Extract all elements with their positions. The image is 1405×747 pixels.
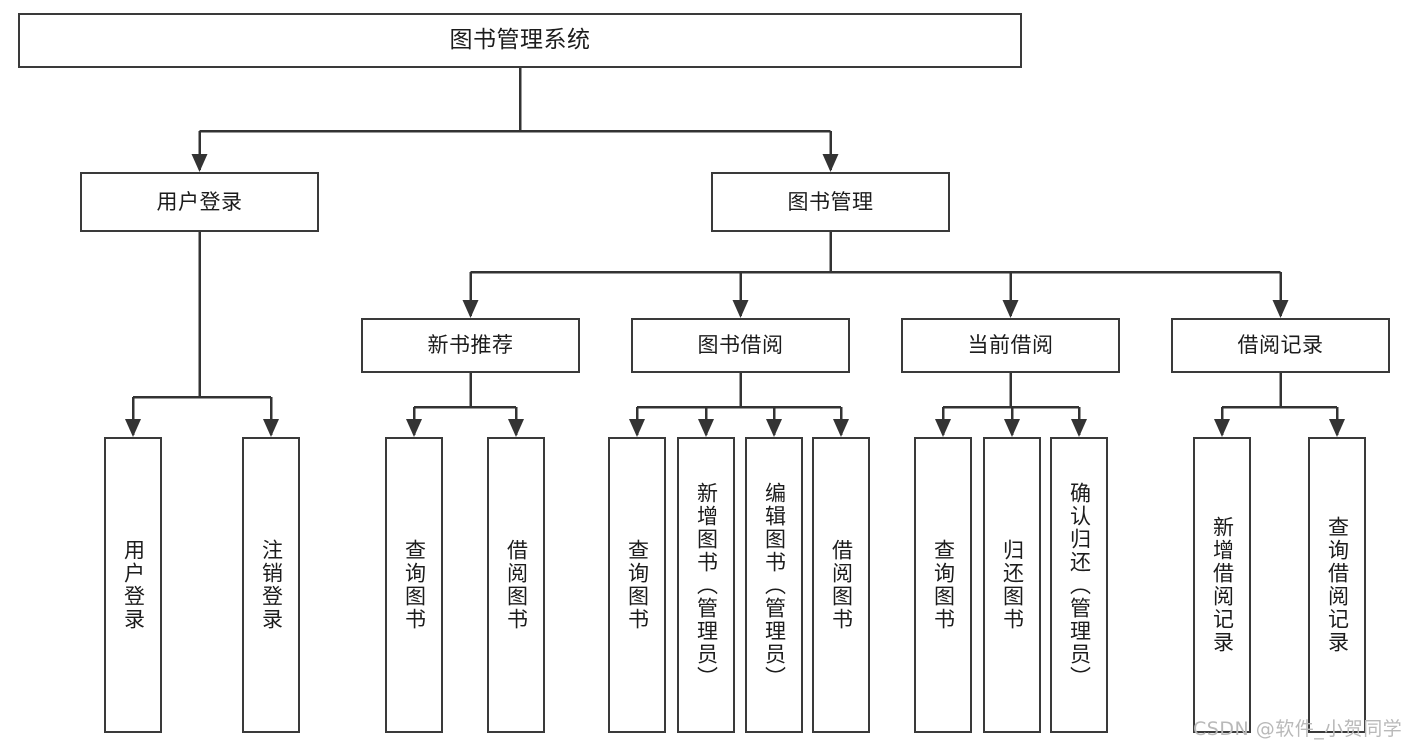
node-user-login[interactable]: 用户登录 [80,172,319,232]
node-leaf-logout[interactable]: 注销登录 [242,437,300,733]
node-label: 当前借阅 [967,333,1054,358]
node-label: 新增图书（管理员） [694,481,719,689]
node-new-book-rec[interactable]: 新书推荐 [361,318,580,373]
node-leaf-query-book-3[interactable]: 查询图书 [914,437,972,733]
node-current-borrow[interactable]: 当前借阅 [901,318,1120,373]
node-leaf-query-book-1[interactable]: 查询图书 [385,437,443,733]
node-label: 借阅图书 [829,539,854,631]
node-leaf-confirm-return[interactable]: 确认归还（管理员） [1050,437,1108,733]
node-leaf-user-login[interactable]: 用户登录 [104,437,162,733]
node-leaf-borrow-book-1[interactable]: 借阅图书 [487,437,545,733]
node-label: 图书管理 [787,189,874,214]
node-root[interactable]: 图书管理系统 [18,13,1022,68]
node-leaf-edit-book[interactable]: 编辑图书（管理员） [745,437,803,733]
node-label: 查询图书 [931,539,956,631]
node-label: 查询图书 [625,539,650,631]
node-label: 注销登录 [259,539,284,631]
node-book-manage[interactable]: 图书管理 [711,172,950,232]
node-label: 编辑图书（管理员） [762,481,787,689]
node-leaf-query-book-2[interactable]: 查询图书 [608,437,666,733]
node-label: 用户登录 [156,189,243,214]
node-label: 查询借阅记录 [1325,516,1350,654]
node-label: 新书推荐 [427,333,514,358]
node-leaf-add-book[interactable]: 新增图书（管理员） [677,437,735,733]
node-leaf-add-record[interactable]: 新增借阅记录 [1193,437,1251,733]
node-label: 确认归还（管理员） [1067,481,1092,689]
node-book-borrow[interactable]: 图书借阅 [631,318,850,373]
node-label: 查询图书 [402,539,427,631]
node-label: 用户登录 [121,539,146,631]
node-label: 新增借阅记录 [1210,516,1235,654]
node-leaf-query-record[interactable]: 查询借阅记录 [1308,437,1366,733]
node-label: 归还图书 [1000,539,1025,631]
node-label: 借阅记录 [1237,333,1324,358]
node-label: 图书借阅 [697,333,784,358]
node-label: 借阅图书 [504,539,529,631]
csdn-watermark: CSDN @软件_小贺同学 [1193,718,1403,740]
node-leaf-return-book[interactable]: 归还图书 [983,437,1041,733]
node-borrow-record[interactable]: 借阅记录 [1171,318,1390,373]
node-leaf-borrow-book-2[interactable]: 借阅图书 [812,437,870,733]
node-label: 图书管理系统 [449,27,591,54]
